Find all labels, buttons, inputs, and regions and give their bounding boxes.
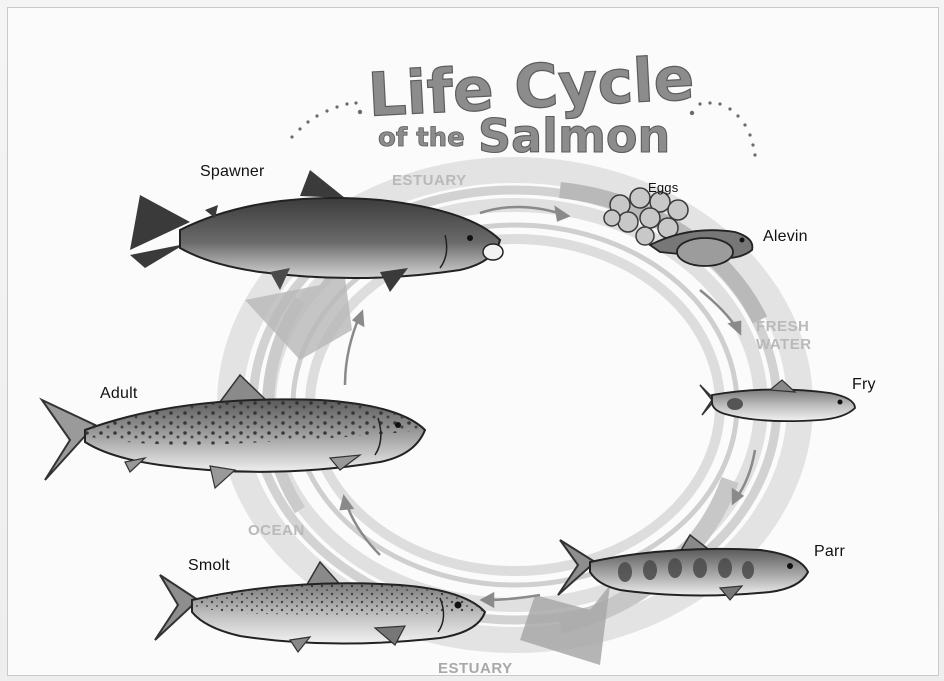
label-eggs: Eggs bbox=[648, 180, 678, 195]
label-spawner: Spawner bbox=[200, 163, 265, 181]
label-parr: Parr bbox=[814, 543, 845, 561]
label-smolt: Smolt bbox=[188, 557, 230, 575]
label-estuary-bottom: ESTUARY bbox=[438, 660, 513, 678]
label-alevin: Alevin bbox=[763, 228, 808, 246]
label-estuary-top: ESTUARY bbox=[392, 172, 467, 190]
label-adult: Adult bbox=[100, 385, 137, 403]
label-fry: Fry bbox=[852, 376, 876, 394]
diagram-title: Life Cycle of the Salmon bbox=[366, 44, 696, 163]
label-ocean: OCEAN bbox=[248, 522, 305, 540]
title-of-the: of the bbox=[378, 123, 465, 153]
title-salmon: Salmon bbox=[478, 109, 670, 163]
label-fresh-water: FRESH WATER bbox=[756, 318, 836, 354]
